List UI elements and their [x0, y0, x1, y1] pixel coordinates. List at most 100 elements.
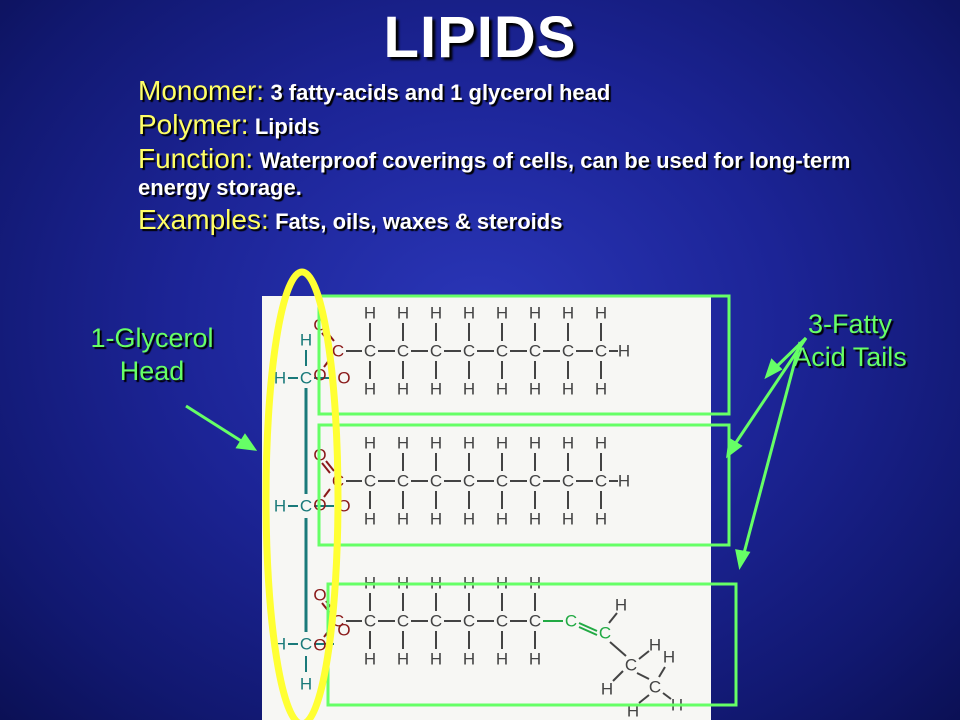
double-bond: [578, 622, 598, 632]
unsaturated-carbon: C: [599, 624, 611, 643]
label-line: 1-Glycerol: [90, 323, 214, 353]
chain-hydrogen: H: [463, 380, 475, 399]
chain-hydrogen: H: [595, 380, 607, 399]
chain-carbon: C: [496, 472, 508, 491]
chain-carbon: C: [496, 342, 508, 361]
bond: [612, 670, 624, 682]
chain-hydrogen: H: [627, 702, 639, 720]
carbonyl-carbon: C: [332, 612, 344, 631]
bullet-value: 3 fatty-acids and 1 glycerol head: [270, 80, 611, 105]
chain-hydrogen: H: [364, 434, 376, 453]
chain-hydrogen: H: [671, 696, 683, 715]
chain-hydrogen: H: [463, 434, 475, 453]
bullet-key: Function:: [138, 143, 254, 174]
unsaturated-carbon: C: [565, 612, 577, 631]
chain-hydrogen: H: [529, 650, 541, 669]
label-line: Head: [119, 356, 185, 386]
chain-hydrogen: H: [496, 304, 508, 323]
fatty-acid-tails-label: 3-Fatty Acid Tails: [770, 308, 930, 374]
bond: [638, 650, 650, 660]
bond: [638, 694, 650, 704]
chain-hydrogen: H: [562, 510, 574, 529]
carbonyl-carbon: C: [332, 472, 344, 491]
chain-hydrogen: H: [496, 574, 508, 593]
bullet-value: Fats, oils, waxes & steroids: [275, 209, 563, 234]
bullet-value: Waterproof coverings of cells, can be us…: [138, 148, 851, 200]
chain-hydrogen: H: [463, 650, 475, 669]
ester-oxygen: O: [313, 496, 326, 515]
chain-hydrogen: H: [562, 304, 574, 323]
bullet-examples: Examples: Fats, oils, waxes & steroids: [138, 204, 898, 235]
bullet-key: Examples:: [138, 204, 269, 235]
chain-hydrogen: H: [397, 434, 409, 453]
ester-oxygen: O: [337, 497, 350, 516]
carbonyl-oxygen: O: [313, 316, 326, 335]
chain-carbon: C: [364, 342, 376, 361]
chain-hydrogen: H: [397, 304, 409, 323]
chain-carbon: C: [430, 342, 442, 361]
chain-hydrogen: H: [595, 304, 607, 323]
chain-carbon: C: [529, 472, 541, 491]
chain-hydrogen: H: [430, 510, 442, 529]
chain-carbon: C: [463, 342, 475, 361]
carbonyl-oxygen: O: [313, 586, 326, 605]
terminal-hydrogen: H: [618, 342, 630, 361]
chain-hydrogen: H: [397, 650, 409, 669]
chain-hydrogen: H: [663, 648, 675, 667]
glycerol-carbon: C: [300, 635, 312, 654]
chain-hydrogen: H: [364, 380, 376, 399]
chain-carbon: C: [430, 472, 442, 491]
bullet-function: Function: Waterproof coverings of cells,…: [138, 143, 898, 201]
chain-carbon: C: [649, 678, 661, 697]
label-line: 3-Fatty: [807, 309, 893, 339]
bond: [658, 666, 666, 678]
ester-oxygen: O: [313, 366, 326, 385]
chain-hydrogen: H: [364, 510, 376, 529]
chain-hydrogen: H: [529, 380, 541, 399]
glycerol-carbon: C: [300, 369, 312, 388]
chain-hydrogen: H: [364, 650, 376, 669]
carbonyl-oxygen: O: [313, 446, 326, 465]
chain-hydrogen: H: [615, 596, 627, 615]
bond: [636, 672, 650, 680]
bullet-key: Monomer:: [138, 75, 265, 106]
slide-title: LIPIDS: [383, 5, 577, 70]
chain-hydrogen: H: [463, 510, 475, 529]
chain-hydrogen: H: [463, 574, 475, 593]
glycerol-hydrogen: H: [300, 675, 312, 694]
chain-carbon: C: [562, 342, 574, 361]
glycerol-hydrogen: H: [274, 635, 286, 654]
chain-hydrogen: H: [562, 434, 574, 453]
chain-hydrogen: H: [562, 380, 574, 399]
chain-hydrogen: H: [649, 636, 661, 655]
chain-hydrogen: H: [529, 510, 541, 529]
glycerol-head-label: 1-Glycerol Head: [62, 322, 242, 388]
bullet-value: Lipids: [254, 114, 320, 139]
ester-oxygen: O: [313, 636, 326, 655]
bullet-monomer: Monomer: 3 fatty-acids and 1 glycerol he…: [138, 75, 898, 106]
chain-hydrogen: H: [364, 304, 376, 323]
chain-carbon: C: [463, 612, 475, 631]
bond: [609, 641, 627, 657]
chain-hydrogen: H: [430, 650, 442, 669]
glycerol-hydrogen: H: [300, 331, 312, 350]
ester-oxygen: O: [337, 369, 350, 388]
chain-carbon: C: [562, 472, 574, 491]
chain-carbon: C: [397, 342, 409, 361]
chain-hydrogen: H: [397, 380, 409, 399]
label-line: Acid Tails: [793, 342, 907, 372]
chain-carbon: C: [595, 342, 607, 361]
chain-hydrogen: H: [595, 510, 607, 529]
double-bond: [578, 626, 598, 636]
bullet-key: Polymer:: [138, 109, 249, 140]
bullet-list: Monomer: 3 fatty-acids and 1 glycerol he…: [138, 75, 898, 241]
chain-hydrogen: H: [364, 574, 376, 593]
chain-hydrogen: H: [496, 650, 508, 669]
chain-carbon: C: [397, 612, 409, 631]
chain-hydrogen: H: [463, 304, 475, 323]
bullet-polymer: Polymer: Lipids: [138, 109, 898, 140]
glycerol-carbon: C: [300, 497, 312, 516]
chain-hydrogen: H: [397, 574, 409, 593]
